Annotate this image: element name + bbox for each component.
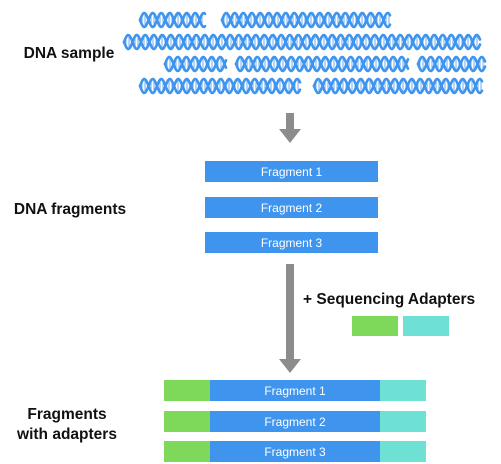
fragment-3: Fragment 3	[205, 232, 378, 253]
label-dna-fragments: DNA fragments	[13, 201, 127, 218]
arrow-1-head	[279, 129, 301, 143]
dna-helix-icon	[312, 77, 484, 95]
label-fragments-with-adapters-line1: Fragments	[27, 406, 107, 423]
adapter-left-3	[164, 441, 210, 462]
adapter-left-2	[164, 411, 210, 432]
adapter-right-swatch	[403, 316, 449, 336]
label-dna-sample: DNA sample	[23, 45, 115, 62]
adapted-fragment-2-insert: Fragment 2	[210, 411, 380, 432]
dna-helix-icon	[220, 11, 392, 29]
dna-sample-helices	[122, 11, 487, 95]
adapter-right-2	[380, 411, 426, 432]
arrow-2-head	[279, 359, 301, 373]
adapter-left-1	[164, 380, 210, 401]
dna-helix-icon	[122, 33, 482, 51]
dna-helix-icon	[163, 55, 228, 73]
dna-helix-icon	[138, 11, 207, 29]
dna-helix-icon	[138, 77, 302, 95]
label-fragments-with-adapters-line2: with adapters	[17, 426, 117, 443]
fragment-1: Fragment 1	[205, 161, 378, 182]
dna-helix-icon	[234, 55, 410, 73]
adapted-fragment-1-insert: Fragment 1	[210, 380, 380, 401]
arrow-1-shaft	[286, 113, 294, 129]
adapted-fragment-3-insert: Fragment 3	[210, 441, 380, 462]
arrow-2-shaft	[286, 264, 294, 360]
adapter-right-1	[380, 380, 426, 401]
adapter-right-3	[380, 441, 426, 462]
adapter-left-swatch	[352, 316, 398, 336]
fragment-2: Fragment 2	[205, 197, 378, 218]
dna-helix-icon	[416, 55, 487, 73]
label-sequencing-adapters: + Sequencing Adapters	[303, 291, 476, 308]
